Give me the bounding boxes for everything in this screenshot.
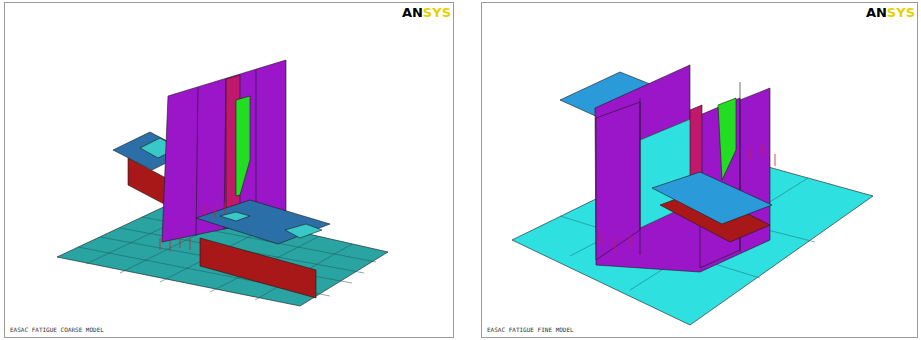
viewport-frame [482, 3, 918, 338]
load-arrows [600, 144, 775, 250]
coarse-model [57, 60, 388, 306]
software-logo: AN [866, 6, 887, 19]
view-caption: EASAC FATIGUE FINE MODEL [487, 327, 574, 333]
software-logo: SYS [423, 6, 451, 19]
software-logo: AN [402, 6, 423, 19]
load-arrows [160, 202, 225, 252]
fine-model [512, 65, 873, 325]
viewport-frame [5, 3, 454, 338]
software-logo: SYS [887, 6, 915, 19]
view-caption: EASAC FATIGUE COARSE MODEL [10, 327, 104, 333]
